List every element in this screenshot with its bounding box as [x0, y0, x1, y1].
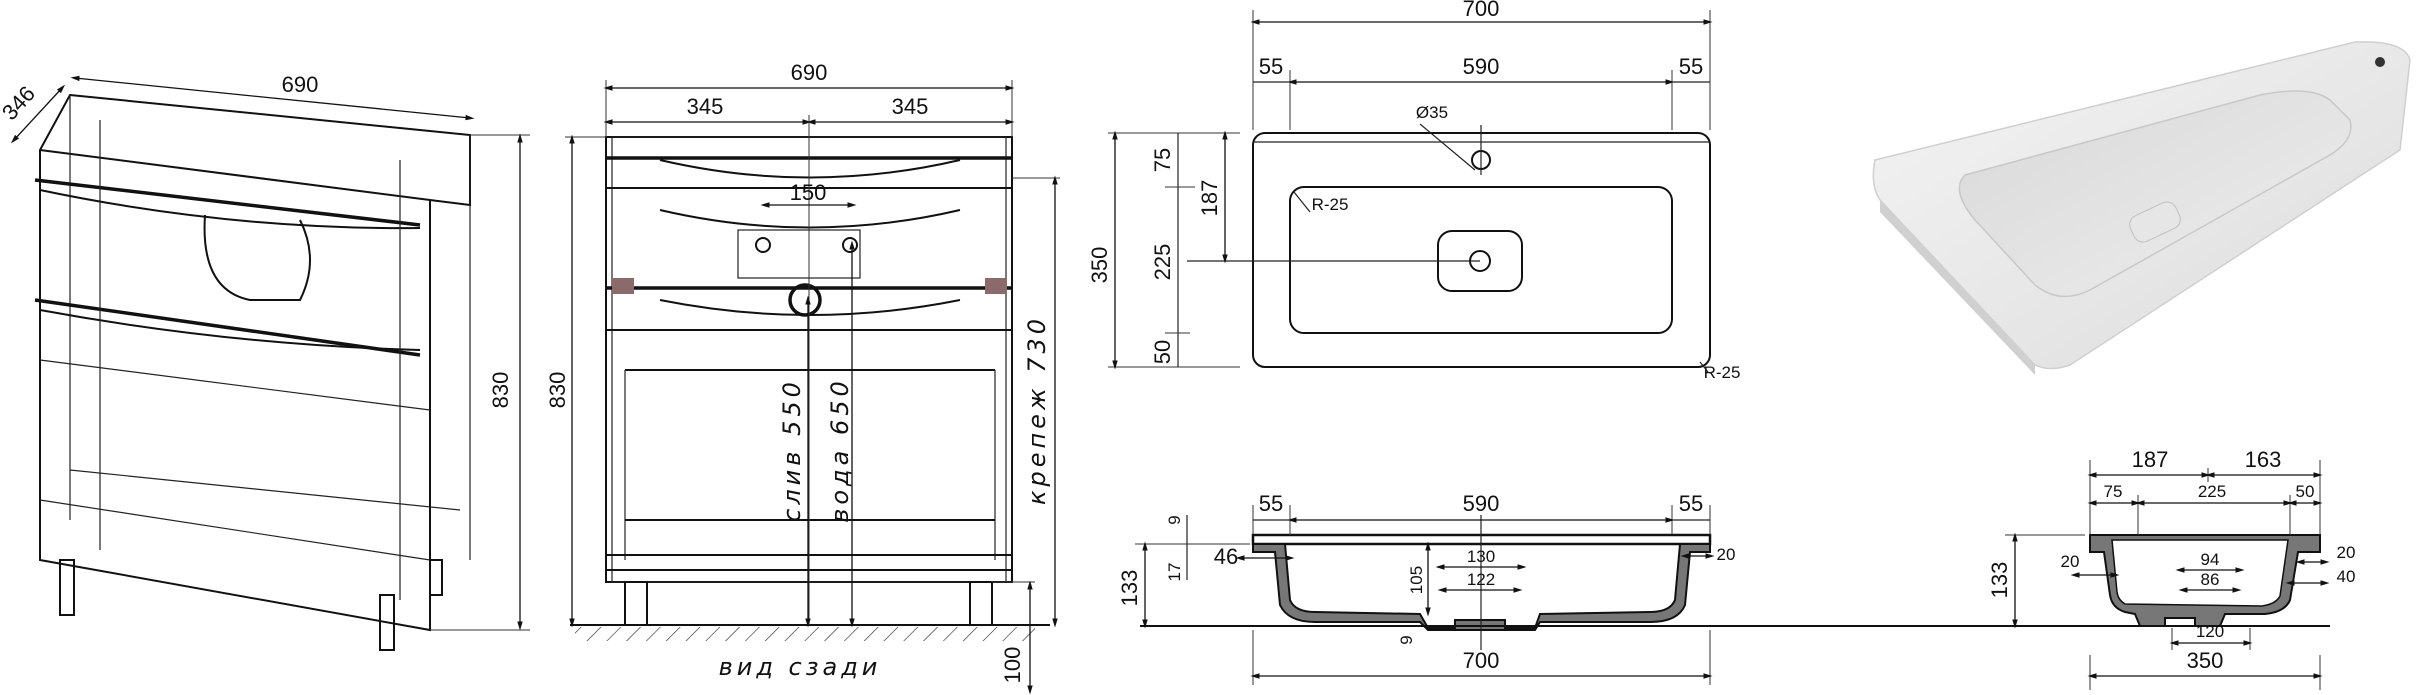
- bowl-length-label: 225: [1150, 244, 1175, 281]
- isometric-cabinet-view: 346 690 830: [0, 72, 530, 651]
- bowl-depth-label: 105: [1407, 566, 1426, 594]
- side-drain-inner-label: 86: [2201, 570, 2220, 589]
- side-back-label: 50: [2296, 482, 2315, 501]
- sink-top-view: 700 55 590 55 Ø35 R-25 R-25 350 75 225 5…: [1087, 0, 1740, 382]
- side-drain-outer-label: 94: [2201, 550, 2220, 569]
- tap-hole-icon: [2375, 57, 2385, 67]
- inner-radius-label: R-25: [1312, 195, 1349, 214]
- leg-height-label: 100: [1000, 647, 1025, 684]
- bottom-thickness-label: 9: [1397, 635, 1416, 644]
- wall-offset-label: 46: [1214, 544, 1238, 569]
- side-depth-label: 350: [2187, 648, 2224, 673]
- water-height-label: вода 650: [826, 377, 854, 523]
- sink-side-section: 187 163 75 225 50 133 20 20 40 94 86 120…: [1987, 447, 2355, 690]
- tap-hole-diameter-label: Ø35: [1416, 103, 1448, 122]
- top-width-label: 700: [1463, 0, 1500, 21]
- top-inner-width-label: 590: [1463, 54, 1500, 79]
- section-inner-width-label: 590: [1463, 491, 1500, 516]
- side-wall-right-label: 40: [2337, 567, 2356, 586]
- top-margin-right-label: 55: [1679, 54, 1703, 79]
- side-thickness-label: 20: [1717, 545, 1736, 564]
- side-lip-right-label: 20: [2337, 543, 2356, 562]
- drain-outer-label: 130: [1467, 547, 1495, 566]
- drain-height-label: слив 550: [778, 378, 806, 522]
- back-rim-label: 50: [1150, 340, 1175, 364]
- height-dimension-label: 830: [488, 372, 513, 409]
- top-depth-label: 350: [1087, 247, 1112, 284]
- rear-half-left-label: 345: [687, 94, 724, 119]
- side-front-label: 75: [2104, 482, 2123, 501]
- section-margin-left-label: 55: [1259, 491, 1283, 516]
- front-rim-label: 75: [1150, 148, 1175, 172]
- fixing-height-label: крепеж 730: [1023, 315, 1051, 505]
- side-front-part-label: 187: [2132, 447, 2169, 472]
- mount-spacing-label: 150: [790, 180, 827, 205]
- side-base-label: 120: [2196, 622, 2224, 641]
- drain-inner-label: 122: [1467, 570, 1495, 589]
- rear-width-label: 690: [791, 60, 828, 85]
- section-margin-right-label: 55: [1679, 491, 1703, 516]
- top-margin-left-label: 55: [1259, 54, 1283, 79]
- section-width-label: 700: [1463, 648, 1500, 673]
- rear-view: 690 345 345 830 150 слив 550 вода 650 кр…: [545, 60, 1060, 695]
- side-lip-left-label: 20: [2061, 552, 2080, 571]
- sink-front-section: 55 590 55 133 9 17 46 105 130 122 9 20 7…: [1117, 491, 2330, 685]
- width-dimension-label: 690: [282, 72, 319, 97]
- side-back-part-label: 163: [2245, 447, 2282, 472]
- side-bowl-label: 225: [2198, 482, 2226, 501]
- top-offset-label: 9: [1165, 515, 1184, 524]
- rear-half-right-label: 345: [892, 94, 929, 119]
- drain-offset-label: 187: [1197, 180, 1222, 217]
- section-height-label: 133: [1117, 570, 1142, 607]
- side-height-label: 133: [1987, 562, 2012, 599]
- rear-height-label: 830: [545, 372, 570, 409]
- rear-view-caption: вид сзади: [719, 653, 882, 681]
- lip-thickness-label: 17: [1165, 563, 1184, 582]
- outer-radius-label: R-25: [1704, 363, 1741, 382]
- sink-3d-render: [1872, 41, 2411, 375]
